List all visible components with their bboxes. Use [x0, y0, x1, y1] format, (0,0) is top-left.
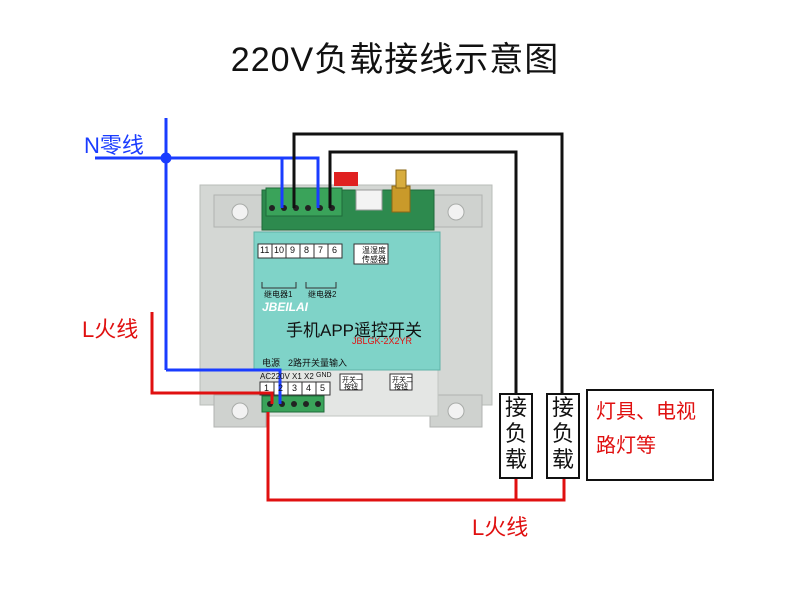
terminal-7: 7 — [318, 245, 324, 255]
l-line-label-bottom: L火线 — [472, 515, 529, 540]
terminal-11: 11 — [260, 245, 270, 255]
input-label: 2路开关量输入 — [288, 358, 348, 368]
switch-1-label: 开关一 — [342, 377, 363, 384]
power-label: 电源 — [262, 358, 281, 368]
bottom-terminal-3: 3 — [292, 383, 298, 393]
n-line-label: N零线 — [84, 133, 144, 158]
load-box-1: 接负载 — [499, 393, 533, 479]
device-name: 手机APP遥控开关 — [286, 321, 423, 340]
bottom-terminal-5: 5 — [320, 383, 326, 393]
bottom-terminal-4: 4 — [306, 383, 312, 393]
l-wire — [150, 312, 566, 502]
terminal-9: 9 — [290, 245, 296, 255]
load-description-line2: 路灯等 — [596, 435, 656, 457]
n-wire — [95, 118, 320, 404]
brand-logo: JBEILAI — [262, 300, 309, 314]
l-line-label-left: L火线 — [82, 317, 139, 342]
terminal-10: 10 — [274, 245, 285, 255]
gnd-label: GND — [316, 372, 332, 379]
device-model: JBLGK-2X2YR — [352, 336, 413, 346]
switch-2-label: 开关二 — [392, 377, 413, 384]
x2-label: X2 — [304, 372, 314, 381]
x1-label: X1 — [292, 372, 302, 381]
bottom-terminal-2: 2 — [278, 383, 284, 393]
terminal-6: 6 — [332, 245, 338, 255]
terminal-8: 8 — [304, 245, 310, 255]
bottom-terminal-1: 1 — [264, 383, 270, 393]
relay-2-label: 继电器2 — [308, 290, 337, 299]
switch-2-sub: 按钮 — [394, 384, 408, 391]
diagram-title: 220V负载接线示意图 — [230, 41, 560, 79]
load-description: 灯具、电视 路灯等 — [586, 389, 714, 481]
load-box-2: 接负载 — [546, 393, 580, 479]
relay-1-label: 继电器1 — [264, 290, 293, 299]
device-enclosure — [199, 169, 493, 428]
load-description-line1: 灯具、电视 — [596, 401, 696, 423]
load-wire — [292, 132, 564, 393]
sensor-label-2: 传感器 — [362, 255, 386, 264]
ac-label: AC220V — [260, 372, 290, 381]
sensor-label-1: 温湿度 — [362, 246, 386, 255]
switch-1-sub: 按钮 — [344, 384, 358, 391]
